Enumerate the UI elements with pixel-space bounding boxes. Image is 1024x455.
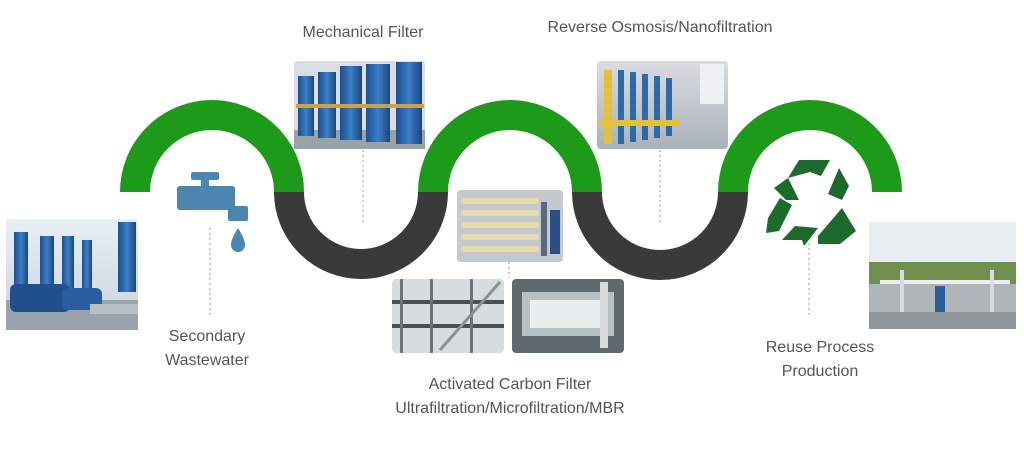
photo-secondary-pumps (6, 219, 138, 330)
photo-reuse-plant (869, 222, 1016, 329)
arc-upper-1 (120, 100, 304, 193)
recycle-icon (766, 160, 856, 246)
faucet-icon (177, 172, 248, 252)
photo-reverse-osmosis (597, 61, 728, 149)
photo-mbr (512, 279, 624, 353)
label-activated-carbon: Activated Carbon Filter Ultrafiltration/… (360, 373, 660, 421)
photo-activated-carbon (392, 279, 504, 353)
label-carbon-line1: Activated Carbon Filter (428, 376, 592, 393)
green-arcs (120, 100, 902, 193)
label-reuse-line1: Reuse Process (765, 339, 875, 356)
label-reuse-line2: Production (781, 363, 859, 380)
label-secondary-wastewater: Secondary Wastewater (142, 325, 272, 373)
label-carbon-line2: Ultrafiltration/Microfiltration/MBR (395, 400, 625, 417)
connector-lines (209, 150, 810, 318)
label-secondary-line1: Secondary (168, 328, 246, 345)
arc-lower-2 (572, 191, 748, 280)
photo-ultrafiltration (457, 190, 563, 262)
arc-upper-2 (418, 100, 602, 193)
label-secondary-line2: Wastewater (165, 352, 249, 369)
label-mechanical-filter: Mechanical Filter (302, 24, 424, 41)
arc-lower-1 (274, 191, 448, 279)
dark-arcs (274, 191, 748, 280)
arc-upper-3 (718, 100, 902, 193)
label-reuse-production: Reuse Process Production (740, 336, 900, 384)
label-reverse-osmosis: Reverse Osmosis/Nanofiltration (547, 19, 773, 36)
photo-mechanical-filter (294, 61, 425, 149)
